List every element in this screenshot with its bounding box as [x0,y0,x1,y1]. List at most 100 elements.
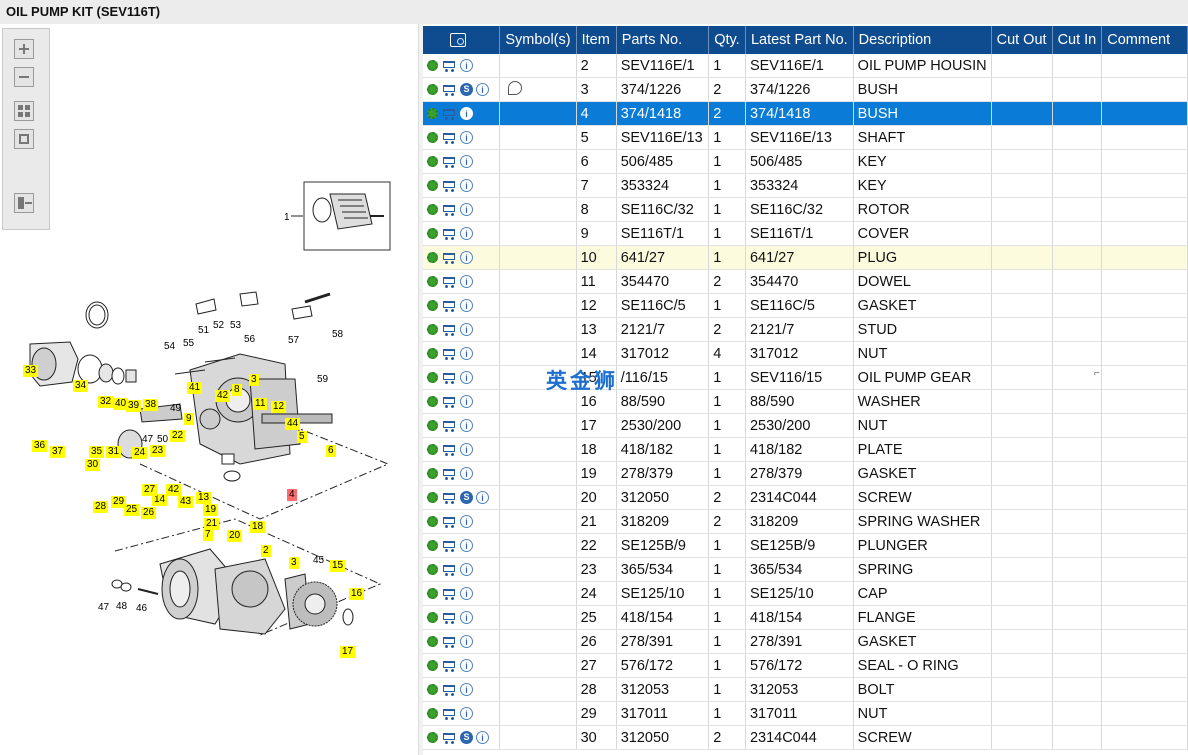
cart-icon[interactable] [441,60,457,72]
callout-22[interactable]: 22 [170,430,186,442]
callout-8[interactable]: 8 [232,384,242,396]
callout-23[interactable]: 23 [150,445,166,457]
info-icon[interactable]: i [460,299,473,313]
cart-icon[interactable] [441,516,457,528]
callout-34[interactable]: 34 [73,380,89,392]
gear-icon[interactable] [427,420,438,432]
column-header-description[interactable]: Description [853,26,992,54]
info-icon[interactable]: i [460,203,473,217]
callout-52[interactable]: 52 [213,320,225,331]
cart-icon[interactable] [441,300,457,312]
cart-icon[interactable] [441,132,457,144]
callout-14[interactable]: 14 [152,494,168,506]
callout-24[interactable]: 24 [132,447,148,459]
gear-icon[interactable] [427,612,438,624]
cart-icon[interactable] [441,324,457,336]
gear-icon[interactable] [427,636,438,648]
callout-21[interactable]: 21 [204,518,220,530]
column-header-cut-out[interactable]: Cut Out [991,26,1053,54]
callout-57[interactable]: 57 [288,335,300,346]
gear-icon[interactable] [427,372,438,384]
column-header-comment[interactable]: Comment [1101,26,1188,54]
gear-icon[interactable] [427,324,438,336]
fit-page-button[interactable] [14,101,34,121]
callout-18[interactable]: 18 [250,521,266,533]
cart-icon[interactable] [441,204,457,216]
callout-28[interactable]: 28 [93,501,109,513]
cart-icon[interactable] [441,540,457,552]
cart-icon[interactable] [441,708,457,720]
callout-29[interactable]: 29 [111,496,127,508]
callout-7[interactable]: 7 [203,529,213,541]
callout-35[interactable]: 35 [89,446,105,458]
callout-27[interactable]: 27 [142,484,158,496]
cart-icon[interactable] [441,444,457,456]
callout-47[interactable]: 47 [98,602,110,613]
info-icon[interactable]: i [460,659,473,673]
cart-icon[interactable] [441,636,457,648]
info-icon[interactable]: i [460,227,473,241]
cart-icon[interactable] [441,348,457,360]
callout-9[interactable]: 9 [184,413,194,425]
gear-icon[interactable] [427,276,438,288]
callout-58[interactable]: 58 [332,329,344,340]
callout-25[interactable]: 25 [124,504,140,516]
gear-icon[interactable] [427,540,438,552]
column-header-parts-no[interactable]: Parts No. [616,26,710,54]
cart-icon[interactable] [441,612,457,624]
callout-16[interactable]: 16 [349,588,365,600]
callout-36[interactable]: 36 [32,440,48,452]
gear-icon[interactable] [427,588,438,600]
info-icon[interactable]: i [460,467,473,481]
cart-icon[interactable] [441,276,457,288]
gear-icon[interactable] [427,396,438,408]
info-icon[interactable]: i [460,323,473,337]
info-icon[interactable]: i [460,515,473,529]
gear-icon[interactable] [427,228,438,240]
info-icon[interactable]: i [460,107,473,121]
gear-icon[interactable] [427,300,438,312]
gear-icon[interactable] [427,684,438,696]
cart-icon[interactable] [441,660,457,672]
callout-15[interactable]: 15 [330,560,346,572]
info-icon[interactable]: i [460,275,473,289]
callout-3[interactable]: 3 [289,557,299,569]
info-icon[interactable]: i [460,59,473,73]
info-icon[interactable]: i [460,611,473,625]
cart-icon[interactable] [441,588,457,600]
gear-icon[interactable] [427,108,438,120]
callout-51[interactable]: 51 [198,325,210,336]
callout-41[interactable]: 41 [187,382,203,394]
info-icon[interactable]: i [460,179,473,193]
gear-icon[interactable] [427,156,438,168]
callout-55[interactable]: 55 [183,338,195,349]
callout-56[interactable]: 56 [244,334,256,345]
column-header-actions[interactable] [423,26,501,54]
info-icon[interactable]: i [460,371,473,385]
callout-30[interactable]: 30 [85,459,101,471]
gear-icon[interactable] [427,60,438,72]
callout-47[interactable]: 47 [142,434,154,445]
callout-48[interactable]: 48 [116,601,128,612]
callout-39[interactable]: 39 [126,400,142,412]
cart-icon[interactable] [441,420,457,432]
cart-icon[interactable] [441,468,457,480]
info-icon[interactable]: i [460,707,473,721]
